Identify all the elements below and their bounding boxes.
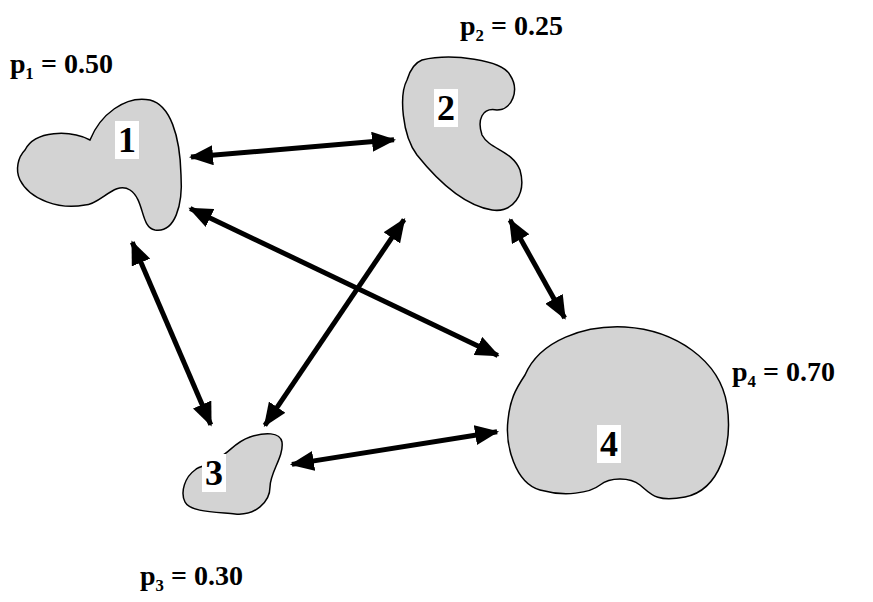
transition-arrow (190, 209, 498, 356)
probability-label: p₂ = 0.25 (460, 10, 563, 42)
state-blob: 4 (505, 325, 730, 500)
blob-outline (402, 55, 522, 213)
transition-arrow (265, 220, 404, 426)
state-blob: 3 (180, 432, 284, 516)
transition-arrow (292, 432, 497, 465)
state-blob: 2 (402, 55, 522, 213)
probability-label: p₁ = 0.50 (10, 48, 113, 80)
state-number: 2 (434, 89, 458, 127)
state-number: 1 (115, 121, 139, 159)
transition-arrow (132, 242, 211, 424)
blob-outline (15, 95, 183, 235)
blob-outline (505, 325, 730, 500)
blob-outline (180, 432, 284, 516)
probability-label: p₄ = 0.70 (732, 356, 835, 388)
state-blob: 1 (15, 95, 183, 235)
state-number: 3 (202, 454, 226, 492)
transition-arrow (510, 220, 565, 318)
probability-label: p₃ = 0.30 (140, 560, 243, 592)
state-number: 4 (597, 425, 621, 463)
transition-arrow (191, 140, 394, 157)
